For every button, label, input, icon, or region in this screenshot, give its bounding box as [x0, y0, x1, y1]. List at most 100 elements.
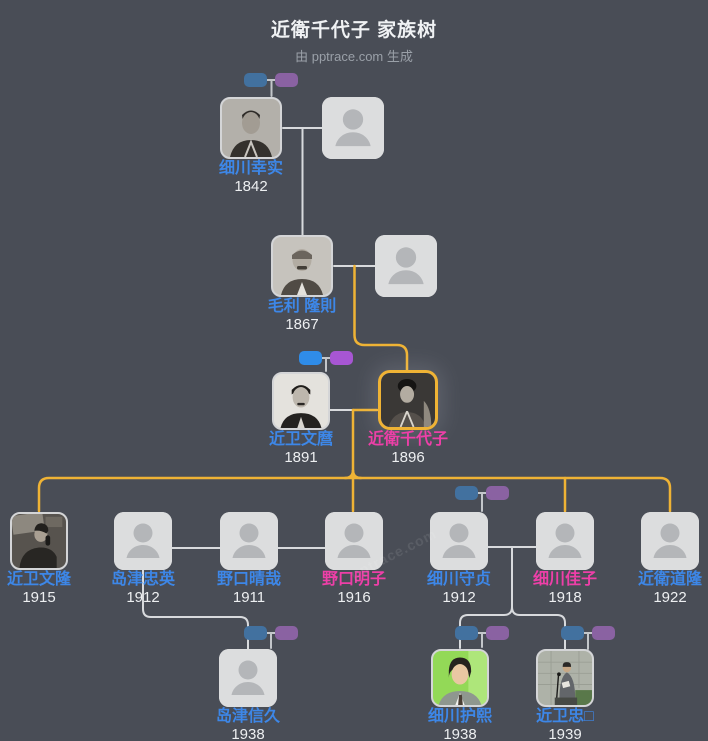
- lineage-junction-flare: [343, 469, 363, 480]
- person-birth-year: 1912: [126, 589, 160, 606]
- union-male-icon[interactable]: [244, 626, 267, 640]
- page-title: 近衛千代子 家族树: [270, 20, 438, 41]
- person-node-grandchild-1[interactable]: 岛津信久 1938: [193, 649, 303, 741]
- union-male-icon[interactable]: [455, 626, 478, 640]
- person-birth-year: 1896: [391, 449, 425, 466]
- placeholder-person-icon: [322, 97, 384, 159]
- union-stub-line: [476, 632, 488, 648]
- placeholder-person-icon: [430, 512, 488, 570]
- union-stub-line: [582, 632, 594, 650]
- bw-portrait-man-icon: [274, 374, 328, 428]
- person-photo: [114, 512, 172, 570]
- person-photo: [272, 372, 330, 430]
- focal-person-photo: [378, 370, 438, 430]
- person-name: 近衛千代子: [367, 431, 448, 448]
- union-male-icon[interactable]: [455, 486, 478, 500]
- person-node-husband[interactable]: 近卫文麿 1891: [246, 372, 356, 466]
- bw-portrait-woman-icon: [381, 373, 435, 427]
- person-node-focal[interactable]: 近衛千代子 1896: [353, 370, 463, 466]
- child-drop-line: [142, 569, 249, 650]
- union-female-icon[interactable]: [486, 486, 509, 500]
- person-photo: [271, 235, 333, 297]
- person-node-grandchild-3[interactable]: 近卫忠□ 1939: [510, 649, 620, 741]
- person-photo: [431, 649, 489, 707]
- person-photo: [325, 512, 383, 570]
- person-name: 野口明子: [321, 571, 386, 588]
- person-birth-year: 1915: [22, 589, 56, 606]
- person-photo: [536, 512, 594, 570]
- person-birth-year: 1922: [653, 589, 687, 606]
- person-name: 近衛道隆: [637, 571, 702, 588]
- person-name: 野口晴哉: [216, 571, 281, 588]
- person-node-gen1-spouse[interactable]: [298, 97, 408, 159]
- person-node-son-in-law[interactable]: 野口晴哉 1911: [194, 512, 304, 606]
- person-name: 岛津信久: [215, 708, 280, 725]
- placeholder-person-icon: [325, 512, 383, 570]
- color-portrait-man-podium-icon: [538, 651, 592, 705]
- union-female-icon[interactable]: [592, 626, 615, 640]
- union-male-icon[interactable]: [561, 626, 584, 640]
- person-photo: [220, 97, 282, 159]
- person-name: 细川护熙: [427, 708, 492, 725]
- placeholder-person-icon: [641, 512, 699, 570]
- person-birth-year: 1891: [284, 449, 318, 466]
- union-female-icon[interactable]: [486, 626, 509, 640]
- person-birth-year: 1938: [443, 726, 477, 741]
- placeholder-person-icon: [114, 512, 172, 570]
- union-male-icon[interactable]: [299, 351, 322, 365]
- union-female-icon[interactable]: [330, 351, 353, 365]
- lineage-bus-line: [37, 476, 672, 513]
- union-stub-line: [320, 357, 332, 372]
- page-subtitle: 由 pptrace.com 生成: [295, 49, 413, 64]
- person-node-daughter-2[interactable]: 细川佳子 1918: [510, 512, 620, 606]
- placeholder-person-icon: [375, 235, 437, 297]
- person-birth-year: 1939: [548, 726, 582, 741]
- person-birth-year: 1938: [231, 726, 265, 741]
- person-node-gen2-father[interactable]: 毛利 隆則 1867: [247, 235, 357, 333]
- person-name: 近卫文麿: [268, 431, 333, 448]
- person-photo: [641, 512, 699, 570]
- person-photo: [219, 649, 277, 707]
- person-birth-year: 1912: [442, 589, 476, 606]
- person-birth-year: 1867: [285, 316, 319, 333]
- person-photo: [322, 97, 384, 159]
- bw-portrait-man-icon: [12, 514, 66, 568]
- placeholder-person-icon: [220, 512, 278, 570]
- placeholder-person-icon: [219, 649, 277, 707]
- lineage-line: [353, 264, 409, 373]
- person-name: 细川幸实: [218, 160, 283, 177]
- person-birth-year: 1916: [337, 589, 371, 606]
- person-node-child-1-spouse[interactable]: 岛津忠英 1912: [88, 512, 198, 606]
- person-node-child-1[interactable]: 近卫文隆 1915: [0, 512, 94, 606]
- person-photo: [536, 649, 594, 707]
- union-female-icon[interactable]: [275, 73, 298, 87]
- child-drop-line: [511, 546, 566, 651]
- person-birth-year: 1918: [548, 589, 582, 606]
- bw-portrait-man-icon: [222, 99, 280, 157]
- person-node-son-2[interactable]: 近衛道隆 1922: [615, 512, 708, 606]
- person-name: 近卫文隆: [6, 571, 71, 588]
- person-photo: [430, 512, 488, 570]
- person-photo: [375, 235, 437, 297]
- person-photo: [10, 512, 68, 570]
- person-node-gen2-spouse[interactable]: [351, 235, 461, 297]
- placeholder-person-icon: [536, 512, 594, 570]
- union-stub-line: [265, 632, 277, 649]
- union-stub-line: [476, 492, 488, 512]
- person-node-son-in-law-2[interactable]: 细川守贞 1912: [404, 512, 514, 606]
- union-male-icon[interactable]: [244, 73, 267, 87]
- bw-portrait-man-icon: [273, 237, 331, 295]
- person-node-grandchild-2[interactable]: 细川护熙 1938: [405, 649, 515, 741]
- person-birth-year: 1842: [234, 178, 268, 195]
- person-photo: [220, 512, 278, 570]
- person-node-daughter-1[interactable]: 野口明子 1916: [299, 512, 409, 606]
- person-node-gen1-father[interactable]: 细川幸实 1842: [196, 97, 306, 195]
- person-name: 岛津忠英: [110, 571, 175, 588]
- person-birth-year: 1911: [232, 589, 266, 606]
- person-name: 近卫忠□: [536, 708, 594, 725]
- person-name: 毛利 隆則: [267, 298, 337, 315]
- person-name: 细川守贞: [426, 571, 491, 588]
- union-female-icon[interactable]: [275, 626, 298, 640]
